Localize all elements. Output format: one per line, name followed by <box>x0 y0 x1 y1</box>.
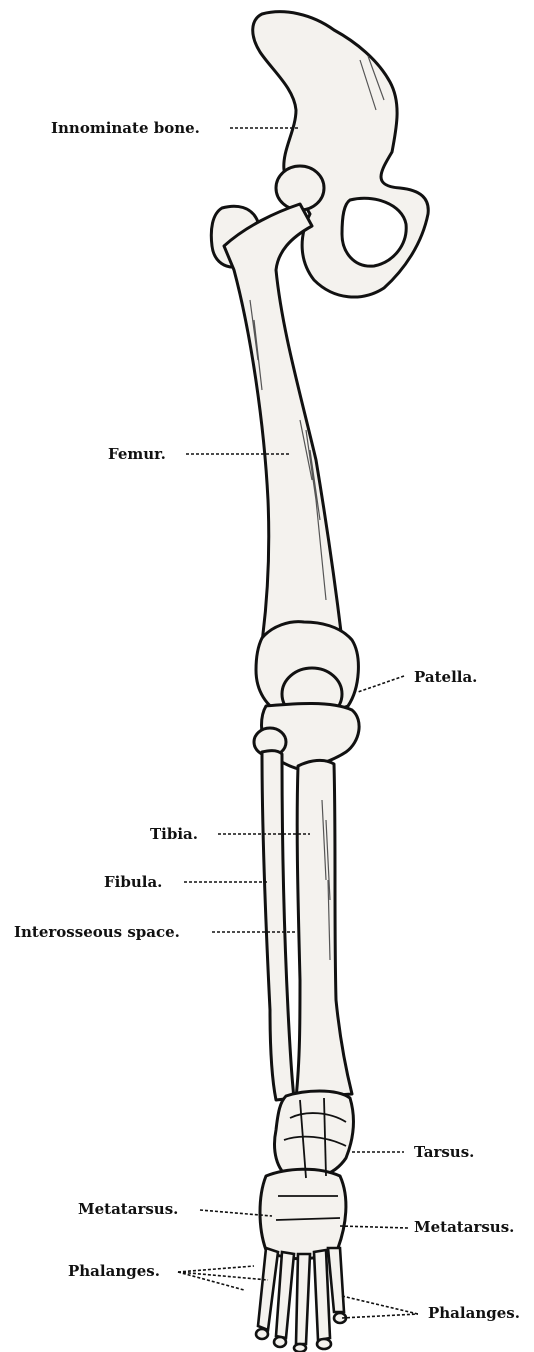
tarsus-bones <box>275 1091 354 1179</box>
label-interosseous-space: Interosseous space. <box>14 925 180 940</box>
label-phalanges-left: Phalanges. <box>68 1264 160 1279</box>
metatarsus-bones <box>260 1169 346 1259</box>
phalanges-bones <box>256 1248 346 1352</box>
leader-metatarsus-right <box>340 1226 408 1228</box>
label-fibula: Fibula. <box>104 875 162 890</box>
label-metatarsus-right: Metatarsus. <box>414 1220 514 1235</box>
label-tibia: Tibia. <box>150 827 198 842</box>
leader-phalanges-left-2 <box>178 1272 244 1290</box>
leader-phalanges-left-1 <box>178 1266 254 1272</box>
label-tarsus: Tarsus. <box>414 1145 474 1160</box>
leader-phalanges-left-3 <box>178 1272 268 1280</box>
tibia-shaft <box>296 760 352 1098</box>
label-phalanges-right: Phalanges. <box>428 1306 520 1321</box>
label-metatarsus-left: Metatarsus. <box>78 1202 178 1217</box>
fibula-shaft <box>262 751 294 1100</box>
leader-phalanges-right-1 <box>342 1296 418 1314</box>
label-patella: Patella. <box>414 670 477 685</box>
leader-patella <box>358 676 404 692</box>
label-femur: Femur. <box>108 447 166 462</box>
leader-phalanges-right-2 <box>342 1314 418 1318</box>
label-innominate-bone: Innominate bone. <box>51 121 200 136</box>
